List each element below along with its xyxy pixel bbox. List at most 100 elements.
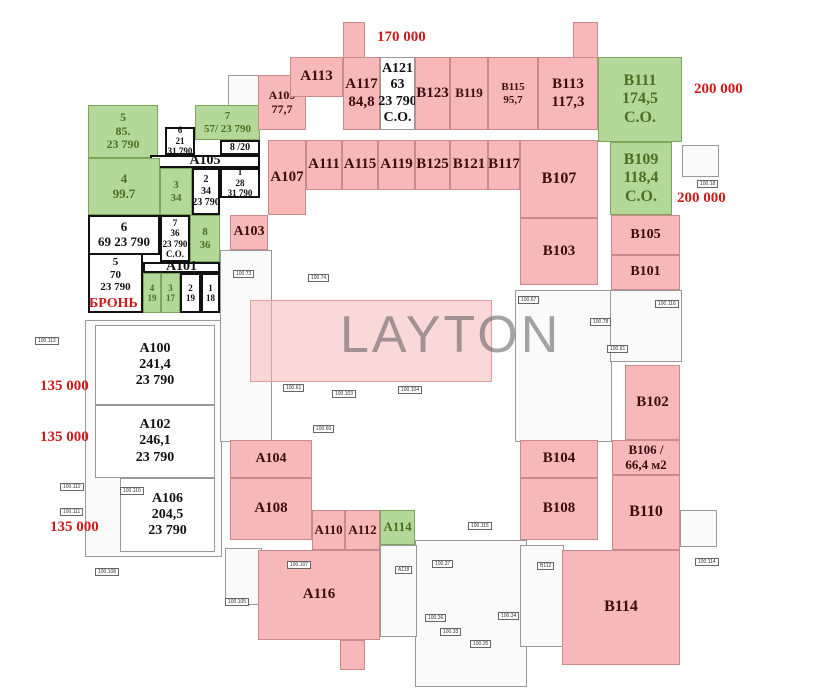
room-label-line: A115 bbox=[343, 156, 377, 173]
room-label-line: 4 bbox=[149, 282, 155, 293]
room-label-line: 57/ 23 790 bbox=[203, 122, 252, 135]
room-label-line: 7 bbox=[172, 217, 178, 228]
room-label-line: 4 bbox=[120, 170, 128, 186]
room-label-line: 5 bbox=[120, 109, 126, 124]
room-label-line: A104 bbox=[255, 450, 287, 466]
room-a113[interactable]: A113 bbox=[290, 57, 343, 97]
room-a104[interactable]: A104 bbox=[230, 440, 312, 478]
room-label-line: 23 790 bbox=[135, 373, 175, 389]
room-a103[interactable]: A103 bbox=[230, 215, 268, 250]
room-a119[interactable]: A119 bbox=[378, 140, 415, 190]
room-label-line: A114 bbox=[383, 519, 412, 535]
room-label-line: 204,5 bbox=[151, 506, 184, 522]
room-b107[interactable]: B107 bbox=[520, 140, 598, 218]
room-label-line: 1 bbox=[237, 167, 243, 178]
room-b114[interactable]: B114 bbox=[562, 550, 680, 665]
room-a115[interactable]: A115 bbox=[342, 140, 378, 190]
room-label-line: B117 bbox=[488, 156, 520, 173]
room-label-line: A103 bbox=[233, 224, 265, 240]
room-a118-outline bbox=[380, 545, 417, 637]
room-label-line: B104 bbox=[542, 450, 576, 467]
room-label-line: 23 790 bbox=[378, 93, 417, 109]
room-code-tag: 100.74 bbox=[308, 274, 330, 282]
room-label-line: B125 bbox=[416, 156, 449, 173]
room-b104[interactable]: B104 bbox=[520, 440, 598, 478]
room-b105[interactable]: B105 bbox=[611, 215, 680, 255]
room-label-line: 23 790 bbox=[192, 197, 220, 209]
room-b103[interactable]: B103 bbox=[520, 218, 598, 285]
room-b102[interactable]: B102 bbox=[625, 365, 680, 440]
room-a101[interactable]: A101 bbox=[143, 259, 220, 274]
room-annex bbox=[573, 22, 598, 58]
price-label-b109: 200 000 bbox=[677, 190, 726, 206]
room-a107[interactable]: A107 bbox=[268, 140, 306, 215]
room-label-line: A105 bbox=[189, 153, 221, 169]
room-label-line: A106 bbox=[151, 490, 184, 506]
room-label-line: 23 790 bbox=[162, 238, 188, 249]
room-label-line: 69 23 790 bbox=[98, 234, 150, 249]
room-code-tag: 100.35 bbox=[470, 640, 492, 648]
room-label-line: C.O. bbox=[625, 187, 657, 205]
room-label-line: 21 bbox=[175, 135, 185, 146]
room-label-line: A116 bbox=[302, 586, 336, 603]
room-a111[interactable]: A111 bbox=[306, 140, 342, 190]
room-b121[interactable]: B121 bbox=[450, 140, 488, 190]
room-b123[interactable]: B123 bbox=[415, 57, 450, 130]
room-a114[interactable]: A114 bbox=[380, 510, 415, 545]
room-label-line: 6 bbox=[177, 125, 183, 136]
room-label-line: 36 bbox=[170, 228, 180, 239]
price-label-a102: 135 000 bbox=[40, 429, 89, 445]
room-a108[interactable]: A108 bbox=[230, 478, 312, 540]
room-a110[interactable]: A110 bbox=[312, 510, 345, 550]
room-b110[interactable]: B110 bbox=[612, 475, 680, 550]
room-a105[interactable]: A105 bbox=[150, 153, 260, 169]
room-b101[interactable]: B101 bbox=[611, 255, 680, 290]
room-label-line: 6 bbox=[120, 219, 128, 235]
room-b119[interactable]: B119 bbox=[450, 57, 488, 130]
room-code-tag: 100.108 bbox=[95, 568, 120, 576]
room-label-line: 23 790 bbox=[100, 281, 131, 294]
room-label-line: C.O. bbox=[624, 108, 656, 126]
room-a116[interactable]: A116 bbox=[258, 550, 380, 640]
room-code-tag: 100.18 bbox=[697, 180, 719, 188]
room-label-line: B101 bbox=[630, 264, 661, 280]
room-a112[interactable]: A112 bbox=[345, 510, 380, 550]
room-label-line: 117,3 bbox=[551, 93, 585, 110]
room-label-line: 85. bbox=[115, 123, 131, 138]
room-label-line: B102 bbox=[636, 393, 669, 410]
room-b125[interactable]: B125 bbox=[415, 140, 450, 190]
room-b117[interactable]: B117 bbox=[488, 140, 520, 190]
room-code-tag: 100.107 bbox=[287, 561, 312, 569]
room-l8top[interactable]: 8 /20 bbox=[220, 140, 260, 155]
room-label-line: 5 bbox=[112, 256, 119, 268]
room-b108[interactable]: B108 bbox=[520, 478, 598, 540]
room-b106[interactable]: B106 /66,4 м2 bbox=[612, 440, 680, 475]
room-annex bbox=[343, 22, 365, 58]
room-label-line: 2 bbox=[203, 174, 209, 186]
stair-nw bbox=[228, 75, 260, 107]
room-label-line: 3 bbox=[168, 282, 173, 293]
